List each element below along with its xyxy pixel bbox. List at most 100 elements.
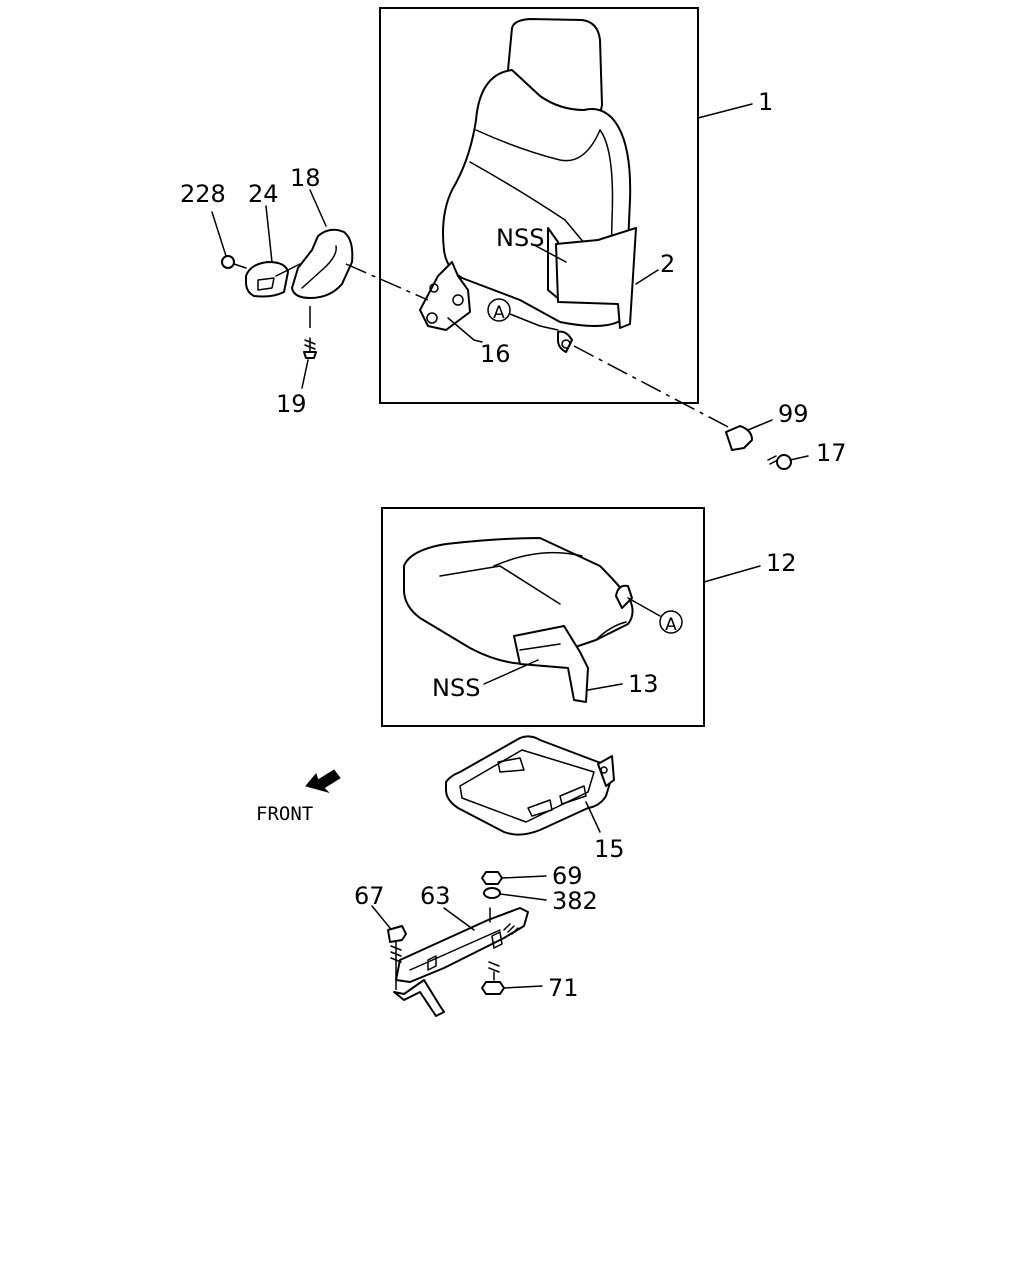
callout-99: 99 bbox=[778, 400, 809, 428]
leader-13 bbox=[587, 683, 623, 691]
callout-19: 19 bbox=[276, 390, 307, 418]
ref-a-top-leader bbox=[509, 313, 559, 331]
callout-1: 1 bbox=[758, 88, 773, 116]
knob-24-slot bbox=[257, 277, 275, 291]
side-panel-13-line bbox=[519, 643, 561, 651]
seat-frame-inner bbox=[459, 749, 595, 823]
front-arrow-icon bbox=[305, 769, 341, 793]
callout-2: 2 bbox=[660, 250, 675, 278]
bolt-17-drawing bbox=[776, 454, 792, 470]
callout-382: 382 bbox=[552, 887, 598, 915]
callout-71: 71 bbox=[548, 974, 579, 1002]
side-panel-13-drawing bbox=[513, 625, 589, 703]
slide-rail-drawing bbox=[395, 907, 529, 983]
leader-18 bbox=[309, 189, 327, 227]
screw-228-drawing bbox=[221, 255, 235, 269]
bolt-71-thread bbox=[488, 961, 500, 981]
seat-frame-bracket-hole bbox=[600, 766, 608, 774]
callout-15: 15 bbox=[594, 835, 625, 863]
nut-69-drawing bbox=[481, 871, 503, 885]
ref-a-circle-bottom bbox=[659, 610, 683, 634]
assembly-line-hinge bbox=[573, 345, 731, 429]
bracket-hole-2 bbox=[426, 312, 438, 324]
callout-24: 24 bbox=[248, 180, 279, 208]
cover-link-line bbox=[275, 263, 301, 277]
slide-rail-block bbox=[427, 955, 437, 971]
side-cover-drawing bbox=[555, 227, 637, 329]
leader-16 bbox=[447, 317, 483, 343]
leader-12 bbox=[703, 565, 761, 583]
bushing-99-drawing bbox=[725, 425, 753, 451]
ref-a-circle-top bbox=[487, 298, 511, 322]
cover-18-inner bbox=[301, 245, 337, 289]
callout-63: 63 bbox=[420, 882, 451, 910]
seat-back-group: A NSS bbox=[379, 7, 699, 404]
nss-bottom-leader bbox=[483, 659, 539, 685]
front-indicator: FRONT bbox=[256, 769, 341, 825]
bolt-67-head bbox=[387, 925, 407, 943]
callout-17: 17 bbox=[816, 439, 847, 467]
ref-a-top: A bbox=[493, 303, 505, 323]
nss-top-leader bbox=[535, 245, 567, 263]
seat-back-frame bbox=[379, 7, 699, 404]
leader-17 bbox=[789, 455, 809, 461]
seat-cushion-drawing bbox=[403, 537, 634, 665]
callout-228: 228 bbox=[180, 180, 226, 208]
leader-24 bbox=[265, 205, 273, 263]
screw-19-head bbox=[303, 351, 317, 359]
slide-rail-line bbox=[409, 929, 501, 971]
bolt-71-head bbox=[481, 981, 505, 995]
bolt-67-thread bbox=[390, 941, 402, 973]
leader-99 bbox=[747, 419, 773, 431]
leader-63 bbox=[443, 907, 475, 931]
leader-69 bbox=[501, 875, 547, 879]
cushion-seam-1 bbox=[439, 565, 561, 605]
slide-rail-group: 69 382 67 63 71 bbox=[354, 862, 598, 1017]
assembly-line-cover bbox=[345, 263, 429, 301]
seat-cushion-group: A NSS bbox=[381, 507, 705, 727]
screw-19-thread bbox=[304, 337, 316, 353]
seat-frame-slot-2 bbox=[527, 799, 553, 817]
seat-back-seam-upper bbox=[475, 129, 601, 162]
leader-228 bbox=[211, 211, 227, 257]
recliner-parts-group: 228 24 18 19 bbox=[180, 164, 354, 418]
callout-18: 18 bbox=[290, 164, 321, 192]
bracket-hole-1 bbox=[429, 283, 439, 293]
cushion-hook-drawing bbox=[615, 584, 633, 609]
slide-rail-teeth bbox=[503, 923, 519, 935]
callout-13: 13 bbox=[628, 670, 659, 698]
cushion-seam-2 bbox=[493, 551, 583, 567]
leader-71 bbox=[503, 985, 543, 989]
seat-frame-slot-1 bbox=[497, 757, 525, 773]
seat-cushion-frame bbox=[381, 507, 705, 727]
callout-12: 12 bbox=[766, 549, 797, 577]
callout-69: 69 bbox=[552, 862, 583, 890]
seat-frame-bracket bbox=[597, 755, 615, 787]
leader-2 bbox=[635, 269, 659, 285]
seat-frame-group bbox=[445, 735, 615, 836]
ref-a-bottom: A bbox=[665, 615, 677, 635]
nss-bottom-label: NSS bbox=[432, 674, 480, 702]
leader-382 bbox=[499, 893, 547, 901]
cushion-seam-3 bbox=[595, 621, 627, 641]
release-lever-drawing bbox=[393, 979, 445, 1017]
cover-18-drawing bbox=[291, 228, 354, 299]
bracket-hole-3 bbox=[452, 294, 464, 306]
leader-67 bbox=[371, 905, 391, 929]
seat-frame-slot-3 bbox=[559, 785, 587, 805]
leader-1 bbox=[697, 103, 753, 119]
seat-back-seam-lower bbox=[469, 161, 591, 251]
leader-15 bbox=[585, 801, 601, 833]
seat-frame-outer bbox=[445, 735, 613, 836]
screw-228-shank bbox=[233, 263, 247, 269]
front-label: FRONT bbox=[256, 803, 313, 825]
slide-rail-latch bbox=[491, 931, 503, 949]
callout-67: 67 bbox=[354, 882, 385, 910]
ref-a-bottom-leader bbox=[627, 597, 661, 617]
hinge-tab-hole bbox=[561, 339, 571, 349]
washer-382-drawing bbox=[483, 887, 501, 899]
nss-top-label: NSS bbox=[496, 224, 544, 252]
seat-back-side-edge bbox=[599, 129, 614, 301]
callout-16: 16 bbox=[480, 340, 511, 368]
